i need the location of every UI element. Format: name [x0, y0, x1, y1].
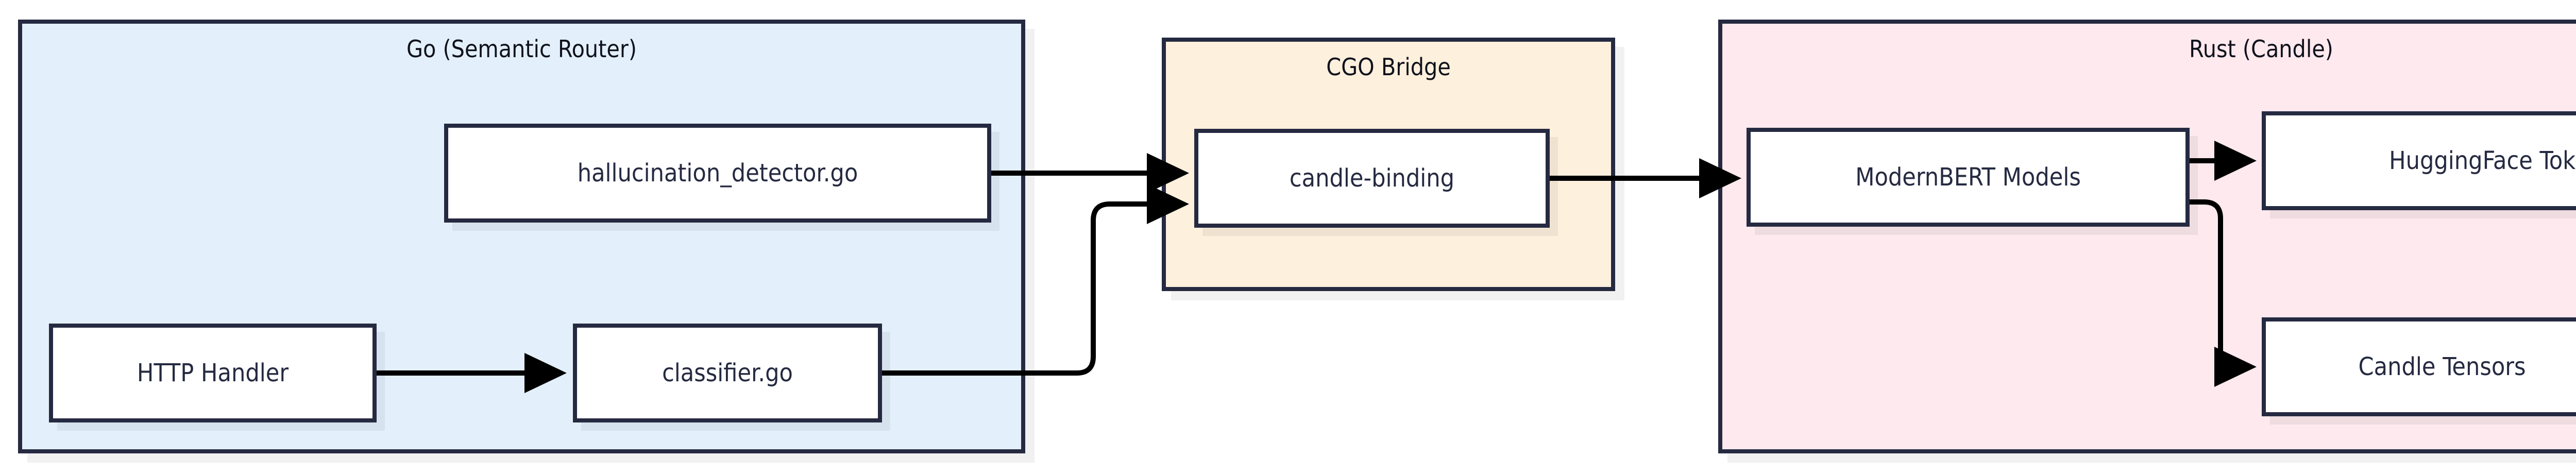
node-classifier[interactable]: classifier.go [573, 324, 882, 422]
subgraph-rust-title: Rust (Candle) [2189, 35, 2333, 63]
node-modernbert-models[interactable]: ModernBERT Models [1747, 128, 2190, 227]
node-huggingface-tokenizers[interactable]: HuggingFace Tokenizers [2262, 111, 2576, 210]
node-hallucination-detector[interactable]: hallucination_detector.go [444, 124, 991, 223]
node-candle-binding[interactable]: candle-binding [1194, 129, 1550, 228]
node-huggingface-tokenizers-label: HuggingFace Tokenizers [2389, 146, 2576, 175]
node-http-handler-label: HTTP Handler [137, 359, 289, 387]
node-classifier-label: classifier.go [662, 359, 793, 387]
node-hallucination-detector-label: hallucination_detector.go [577, 159, 858, 188]
node-candle-tensors-label: Candle Tensors [2358, 352, 2526, 381]
node-candle-binding-label: candle-binding [1289, 164, 1455, 193]
node-http-handler[interactable]: HTTP Handler [49, 324, 377, 422]
node-modernbert-models-label: ModernBERT Models [1855, 163, 2081, 192]
subgraph-cgo-bridge-title: CGO Bridge [1326, 53, 1451, 81]
node-candle-tensors[interactable]: Candle Tensors [2262, 317, 2576, 416]
subgraph-go-title: Go (Semantic Router) [406, 35, 637, 63]
